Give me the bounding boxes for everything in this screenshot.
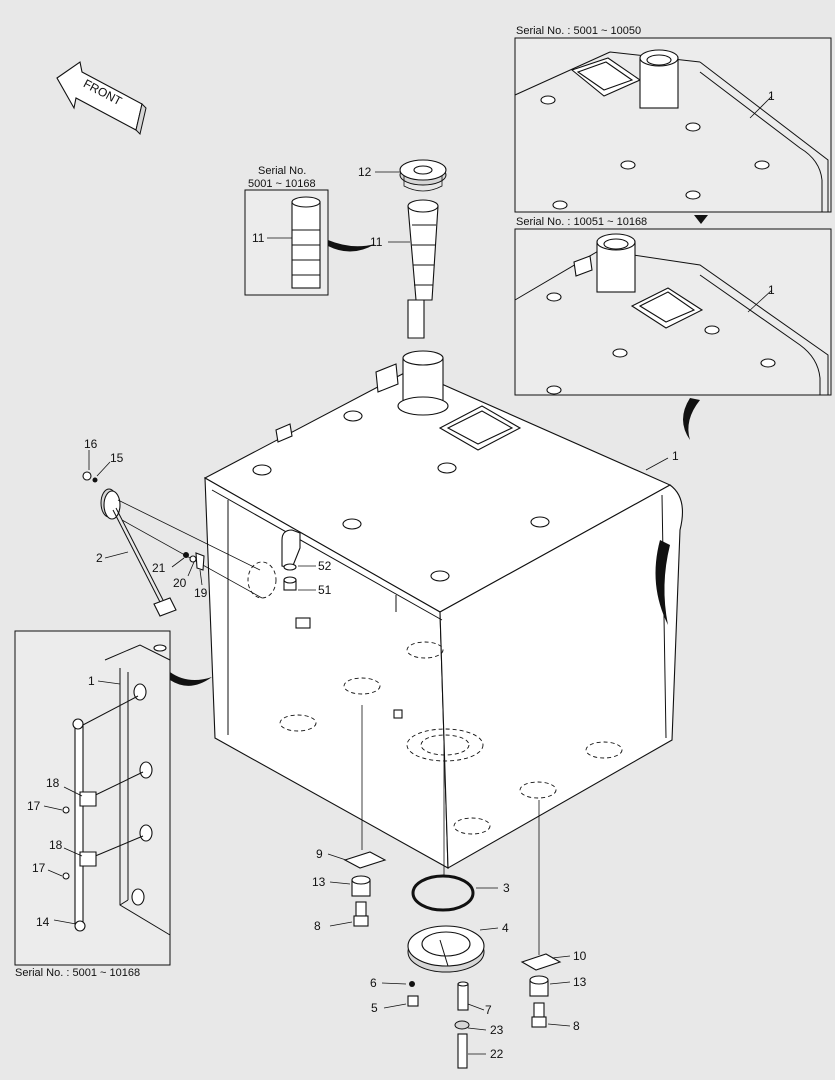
callout-3: 3 bbox=[503, 881, 510, 895]
left-inset-serial-label: Serial No. : 5001 ~ 10168 bbox=[15, 967, 140, 979]
callout-11-inset: 11 bbox=[252, 231, 265, 245]
part-51-52-fittings: 52 51 bbox=[283, 559, 332, 597]
part-23-clamp: 23 bbox=[454, 1020, 504, 1037]
callout-5: 5 bbox=[371, 1001, 378, 1015]
part-2-fuel-sender: 2 bbox=[96, 488, 263, 617]
callout-52: 52 bbox=[318, 559, 332, 573]
callout-22: 22 bbox=[490, 1047, 504, 1061]
callout-9: 9 bbox=[316, 847, 323, 861]
inset-fuel-level-gauge: Serial No. 5001 ~ 10168 11 bbox=[244, 165, 329, 296]
part-19-21-clip: 21 20 19 bbox=[152, 552, 208, 600]
part-13-left-mount: 13 bbox=[312, 875, 371, 897]
part-13-right-mount: 13 bbox=[529, 975, 587, 997]
part-22-hose: 22 bbox=[457, 1033, 504, 1069]
callout-15: 15 bbox=[110, 451, 124, 465]
callout-16: 16 bbox=[84, 437, 98, 451]
callout-11-main: 11 bbox=[370, 235, 383, 249]
callout-2: 2 bbox=[96, 551, 103, 565]
part-8-right-bolt: 8 bbox=[531, 1002, 580, 1033]
callout-17-a: 17 bbox=[27, 799, 41, 813]
part-9-shim: 9 bbox=[316, 847, 387, 869]
part-7-drain-valve: 7 bbox=[457, 981, 492, 1017]
callout-10: 10 bbox=[573, 949, 587, 963]
part-8-left-bolt: 8 bbox=[314, 901, 369, 933]
gauge-inset-serial-line2: 5001 ~ 10168 bbox=[248, 178, 316, 190]
inset-a-serial-label: Serial No. : 5001 ~ 10050 bbox=[516, 25, 641, 37]
gauge-inset-serial-line1: Serial No. bbox=[258, 165, 306, 177]
part-10-shim: 10 bbox=[520, 949, 587, 971]
callout-13-right: 13 bbox=[573, 975, 587, 989]
callout-13-left: 13 bbox=[312, 875, 326, 889]
callout-17-b: 17 bbox=[32, 861, 46, 875]
gauge-inset-pointer bbox=[328, 240, 375, 252]
inset-level-gauge-left: Serial No. : 5001 ~ 10168 1 18 17 18 bbox=[14, 630, 212, 979]
part-12-cap: 12 bbox=[358, 159, 447, 192]
callout-23: 23 bbox=[490, 1023, 504, 1037]
callout-1-inset-b: 1 bbox=[768, 283, 775, 297]
callout-1-main: 1 bbox=[672, 449, 679, 463]
part-11-strainer: 11 bbox=[370, 199, 439, 339]
callout-8-left: 8 bbox=[314, 919, 321, 933]
part-4-cover: 4 bbox=[407, 921, 509, 973]
inset-serial-5001-10050: Serial No. : 5001 ~ 10050 1 bbox=[514, 25, 832, 213]
part-5-6-bolt-washer: 6 5 bbox=[370, 976, 419, 1015]
callout-12: 12 bbox=[358, 165, 372, 179]
callout-4: 4 bbox=[502, 921, 509, 935]
part-15-16-screws: 16 15 bbox=[82, 437, 124, 483]
front-arrow-icon: FRONT bbox=[56, 61, 147, 135]
callout-18-b: 18 bbox=[49, 838, 63, 852]
inset-serial-10051-10168: Serial No. : 10051 ~ 10168 1 bbox=[514, 216, 832, 396]
callout-19: 19 bbox=[194, 586, 208, 600]
callout-20: 20 bbox=[173, 576, 187, 590]
callout-21: 21 bbox=[152, 561, 166, 575]
callout-18-a: 18 bbox=[46, 776, 60, 790]
callout-8-right: 8 bbox=[573, 1019, 580, 1033]
triangle-down-icon bbox=[694, 215, 708, 224]
callout-7: 7 bbox=[485, 1003, 492, 1017]
callout-1-inset-a: 1 bbox=[768, 89, 775, 103]
callout-14: 14 bbox=[36, 915, 50, 929]
part-3-o-ring: 3 bbox=[411, 874, 510, 912]
callout-6: 6 bbox=[370, 976, 377, 990]
callout-51: 51 bbox=[318, 583, 332, 597]
part-1-fuel-tank: 1 bbox=[203, 350, 683, 869]
callout-1-left: 1 bbox=[88, 674, 95, 688]
inset-b-pointer bbox=[683, 398, 700, 440]
inset-b-serial-label: Serial No. : 10051 ~ 10168 bbox=[516, 216, 647, 228]
